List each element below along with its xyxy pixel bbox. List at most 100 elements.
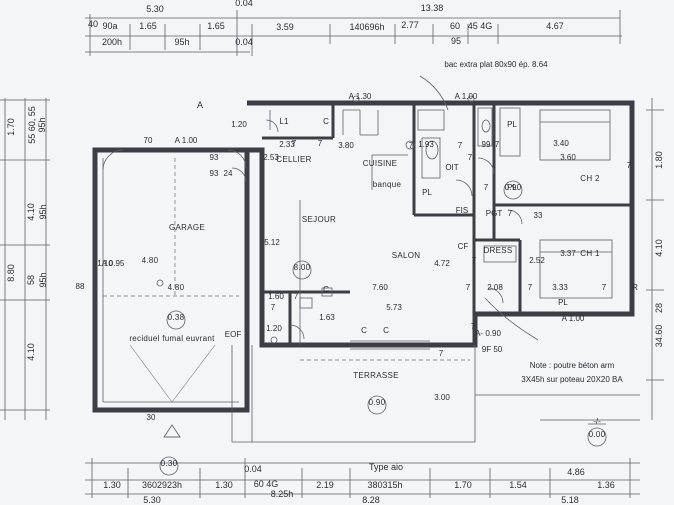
dimension-label-top: 45 4G bbox=[468, 21, 493, 31]
dimension-label-bottom: 8.25h bbox=[271, 489, 294, 499]
plan-note: 9F 50 bbox=[482, 345, 503, 354]
plan-annotation: L1 bbox=[280, 117, 289, 126]
plan-annotation: 7 bbox=[472, 256, 477, 265]
room-label: 4.80 bbox=[168, 283, 185, 292]
plan-annotation: EOF bbox=[225, 330, 242, 339]
dimension-label-top: 0.04 bbox=[235, 0, 253, 8]
plan-annotation: 1.63 bbox=[319, 313, 335, 322]
plan-annotation: 7 bbox=[271, 303, 276, 312]
plan-annotation: -/- bbox=[593, 417, 601, 426]
dimension-label-bottom: 5.30 bbox=[143, 495, 161, 505]
plan-note: 3X45h sur poteau 20X20 BA bbox=[521, 375, 623, 384]
plan-annotation: 2.52 bbox=[529, 256, 545, 265]
plan-annotation: A 1.00 bbox=[455, 92, 478, 101]
north-arrow-icon bbox=[163, 424, 181, 438]
room-label: reciduel fumal euvrant bbox=[129, 334, 215, 343]
plan-annotation: 7 bbox=[508, 209, 513, 218]
dimension-label-left: 8.80 bbox=[6, 264, 16, 282]
plan-annotation: 7 bbox=[294, 292, 299, 301]
plan-annotation: C bbox=[323, 285, 329, 294]
plan-note: Note : poutre béton arm bbox=[530, 361, 615, 370]
callout-lines bbox=[419, 75, 539, 341]
plan-annotation: 3.33 bbox=[552, 283, 568, 292]
plan-annotation: 7 bbox=[439, 349, 444, 358]
dimension-label-top: 140696h bbox=[349, 22, 384, 32]
dimension-label-left: 4.10 bbox=[26, 203, 36, 221]
plan-annotation: PL bbox=[507, 183, 517, 192]
dimension-label-top: 200h bbox=[102, 37, 122, 47]
plan-annotation: 7 bbox=[292, 139, 297, 148]
plan-note: bac extra plat 80x90 ép. 8.64 bbox=[444, 60, 548, 69]
room-label: banque bbox=[373, 180, 402, 189]
dimension-label-bottom: 4.86 bbox=[567, 467, 585, 477]
plan-annotation: PL bbox=[422, 188, 432, 197]
room-label: SALON bbox=[392, 251, 421, 260]
plan-annotation: PGT bbox=[486, 209, 503, 218]
plan-annotation: 24 bbox=[224, 169, 233, 178]
room-label: TERRASSE bbox=[353, 371, 399, 380]
room-label: SEJOUR bbox=[302, 215, 336, 224]
plan-annotation: 1.20 bbox=[231, 120, 247, 129]
room-label: CELLIER bbox=[276, 155, 311, 164]
plan-annotation: 1.10 bbox=[97, 259, 113, 268]
plan-annotation: 1.20 bbox=[266, 324, 282, 333]
plan-annotation: 93 bbox=[210, 169, 219, 178]
plan-annotation: 7 bbox=[495, 140, 500, 149]
plan-annotation: 99 bbox=[482, 140, 491, 149]
plan-annotation: C bbox=[383, 326, 389, 335]
dimension-label-top: 5.30 bbox=[146, 4, 164, 14]
room-label: 0.90 bbox=[505, 183, 522, 192]
plan-annotation: C bbox=[361, 326, 367, 335]
plan-annotation: FIS bbox=[456, 206, 468, 215]
plan-annotation: 3.40 bbox=[553, 139, 569, 148]
dimension-label-top: 60 bbox=[450, 21, 460, 31]
plan-annotation: R bbox=[632, 283, 638, 292]
plan-annotation: A 1.00 bbox=[562, 314, 585, 323]
plan-annotation: 7 bbox=[458, 141, 463, 150]
plan-annotation: 1.93 bbox=[418, 140, 434, 149]
dimension-label-bottom: 60 4G bbox=[254, 479, 279, 489]
dimension-label-bottom: 3602923h bbox=[142, 480, 182, 490]
dimension-label-bottom: 0.04 bbox=[244, 464, 262, 474]
plan-annotation: A 1.00 bbox=[175, 136, 198, 145]
room-label: CUISINE bbox=[363, 159, 398, 168]
house-walls bbox=[231, 100, 635, 350]
plan-annotation: 5.12 bbox=[264, 238, 280, 247]
dimension-label-top: 95h bbox=[174, 37, 189, 47]
plan-annotation: 2.08 bbox=[487, 283, 503, 292]
dimension-label-bottom: 5.18 bbox=[561, 495, 579, 505]
dimension-label-top: 3.59 bbox=[276, 22, 294, 32]
dimension-label-top: 40 bbox=[88, 19, 98, 29]
plan-annotation: 33 bbox=[534, 211, 543, 220]
room-label: 0.38 bbox=[168, 313, 185, 322]
plan-annotation: OIT bbox=[445, 163, 458, 172]
dimension-label-left: 58 bbox=[26, 275, 36, 285]
dimension-label-top: 4.67 bbox=[546, 21, 564, 31]
dimension-label-left: 95h bbox=[38, 204, 48, 219]
room-label: CH 2 bbox=[580, 174, 600, 183]
plan-annotation: A 1.30 bbox=[349, 92, 372, 101]
plan-annotation: 1.60 bbox=[268, 292, 284, 301]
dimension-label-right: 4.10 bbox=[654, 239, 664, 257]
plan-annotation: 7 bbox=[627, 161, 632, 170]
dimension-label-left: 55 60, 55 bbox=[27, 106, 37, 144]
dimension-label-bottom: 1.30 bbox=[215, 480, 233, 490]
plan-annotation: 2.53 bbox=[263, 153, 279, 162]
dimension-label-bottom: 1.36 bbox=[597, 480, 615, 490]
room-label: DRESS bbox=[483, 246, 512, 255]
dimension-label-top: 2.77 bbox=[401, 20, 419, 30]
plan-annotation: 2.33 bbox=[279, 140, 295, 149]
terrace-outline bbox=[163, 345, 640, 443]
plan-annotation: 30 bbox=[147, 413, 156, 422]
dimension-label-right: 28 bbox=[654, 303, 664, 313]
dimension-label-bottom: 1.70 bbox=[454, 480, 472, 490]
dimension-label-right: 1.80 bbox=[654, 151, 664, 169]
dimension-label-left: 95h bbox=[37, 117, 47, 132]
plan-annotation: 7 bbox=[602, 283, 607, 292]
room-label: 4.80 bbox=[142, 256, 159, 265]
plan-annotation: 7 bbox=[528, 283, 533, 292]
dimension-label-left: 4.10 bbox=[26, 343, 36, 361]
dimension-label-top: 1.65 bbox=[207, 21, 225, 31]
plan-annotation: PL bbox=[558, 298, 568, 307]
